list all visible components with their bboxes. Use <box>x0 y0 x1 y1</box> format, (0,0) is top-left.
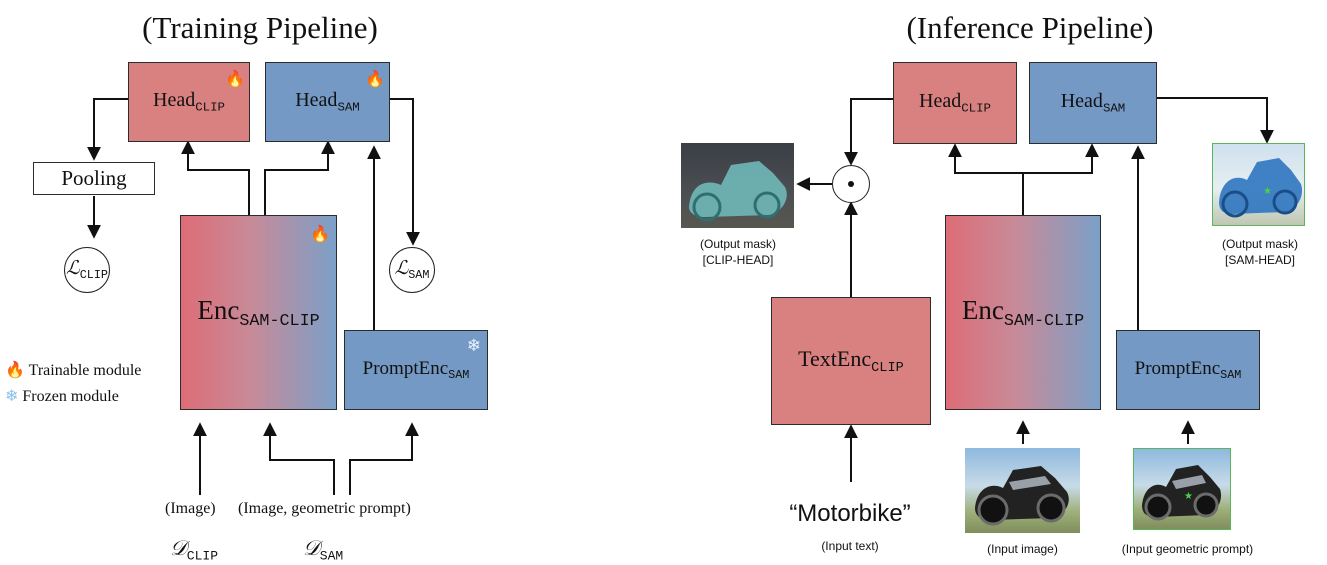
loss-clip: ℒCLIP <box>64 247 110 293</box>
motorbike-mask-sam: ★ <box>1219 158 1303 218</box>
output-sam-caption-line2: [SAM-HEAD] <box>1224 253 1295 267</box>
svg-text:★: ★ <box>1184 491 1193 502</box>
loss-clip-sub: CLIP <box>79 268 108 283</box>
training-title: (Training Pipeline) <box>142 10 378 45</box>
inference-text-encoder-label: TextEnc <box>798 346 872 372</box>
inference-head-clip: HeadCLIP <box>893 62 1017 144</box>
training-head-clip-label: Head <box>153 89 196 112</box>
legend-frozen-label: Frozen module <box>22 388 119 405</box>
training-prompt-encoder-label: PromptEnc <box>362 357 449 379</box>
inference-text-encoder-sub: CLIP <box>871 360 904 376</box>
pooling-label: Pooling <box>61 166 127 190</box>
input-text-value: “Motorbike” <box>789 500 911 527</box>
training-head-sam: HeadSAM 🔥 <box>265 62 390 142</box>
fire-icon: 🔥 <box>5 362 25 379</box>
inference-prompt-encoder-sub: SAM <box>1220 368 1242 383</box>
inference-title: (Inference Pipeline) <box>906 10 1154 45</box>
fire-icon: 🔥 <box>365 71 385 88</box>
dot-product-symbol <box>848 181 854 187</box>
inference-head-clip-sub: CLIP <box>961 101 991 116</box>
svg-text:★: ★ <box>1263 186 1272 197</box>
training-head-sam-label: Head <box>295 89 338 112</box>
input-prompt-thumbnail: ★ <box>1133 448 1231 530</box>
dataset-clip-symbol: 𝒟 <box>170 536 187 560</box>
training-head-sam-sub: SAM <box>337 100 360 115</box>
inference-prompt-encoder-label: PromptEnc <box>1134 357 1221 379</box>
input-image-label: (Image) <box>165 500 216 517</box>
inference-text-encoder: TextEncCLIP <box>771 297 931 425</box>
output-mask-sam-image: ★ <box>1212 143 1305 226</box>
output-clip-caption-line1: (Output mask) <box>699 237 777 251</box>
input-text-caption: (Input text) <box>821 539 879 553</box>
inference-head-sam: HeadSAM <box>1029 62 1157 144</box>
pooling-box: Pooling <box>33 162 155 195</box>
output-sam-caption: (Output mask) [SAM-HEAD] <box>1200 236 1320 268</box>
dot-product-node <box>832 165 870 203</box>
legend-trainable-label: Trainable module <box>28 362 142 379</box>
legend-trainable: 🔥 Trainable module <box>5 360 141 380</box>
fire-icon: 🔥 <box>310 226 330 243</box>
fire-icon: 🔥 <box>225 71 245 88</box>
inference-head-clip-label: Head <box>919 90 962 113</box>
training-encoder-label: Enc <box>197 294 240 325</box>
loss-sam-symbol: ℒ <box>394 258 409 280</box>
input-image-prompt-label: (Image, geometric prompt) <box>238 500 411 517</box>
legend-frozen: ❄ Frozen module <box>5 386 119 406</box>
output-clip-caption-line2: [CLIP-HEAD] <box>702 253 774 267</box>
training-head-clip-sub: CLIP <box>195 100 225 115</box>
inference-head-sam-label: Head <box>1060 90 1103 113</box>
loss-sam-sub: SAM <box>408 268 430 283</box>
training-prompt-encoder: PromptEncSAM ❄ <box>344 330 488 410</box>
dataset-clip-sub: CLIP <box>186 548 219 564</box>
inference-prompt-encoder: PromptEncSAM <box>1116 330 1260 410</box>
dataset-clip: 𝒟CLIP <box>170 536 218 564</box>
output-clip-caption: (Output mask) [CLIP-HEAD] <box>676 236 800 268</box>
motorbike-photo <box>975 466 1069 526</box>
output-mask-clip-image <box>681 143 794 228</box>
loss-sam: ℒSAM <box>389 247 435 293</box>
training-encoder-sub: SAM-CLIP <box>239 311 320 331</box>
snowflake-icon: ❄ <box>5 388 19 405</box>
inference-head-sam-sub: SAM <box>1102 101 1126 116</box>
snowflake-icon: ❄ <box>466 336 481 355</box>
training-head-clip: HeadCLIP 🔥 <box>128 62 250 142</box>
training-prompt-encoder-sub: SAM <box>448 368 470 383</box>
motorbike-mask-clip <box>689 161 787 222</box>
input-image-caption: (Input image) <box>987 542 1058 556</box>
inference-encoder-sub: SAM-CLIP <box>1003 311 1085 331</box>
training-encoder: EncSAM-CLIP 🔥 <box>180 215 337 410</box>
motorbike-photo-prompt: ★ <box>1142 465 1222 521</box>
inference-encoder-label: Enc <box>961 294 1004 325</box>
dataset-sam-sub: SAM <box>319 548 344 564</box>
inference-encoder: EncSAM-CLIP <box>945 215 1101 410</box>
loss-clip-symbol: ℒ <box>66 258 80 280</box>
input-prompt-caption: (Input geometric prompt) <box>1121 542 1254 556</box>
dataset-sam: 𝒟SAM <box>303 536 343 564</box>
input-image-thumbnail <box>965 448 1080 533</box>
output-sam-caption-line1: (Output mask) <box>1221 237 1299 251</box>
dataset-sam-symbol: 𝒟 <box>303 536 320 560</box>
